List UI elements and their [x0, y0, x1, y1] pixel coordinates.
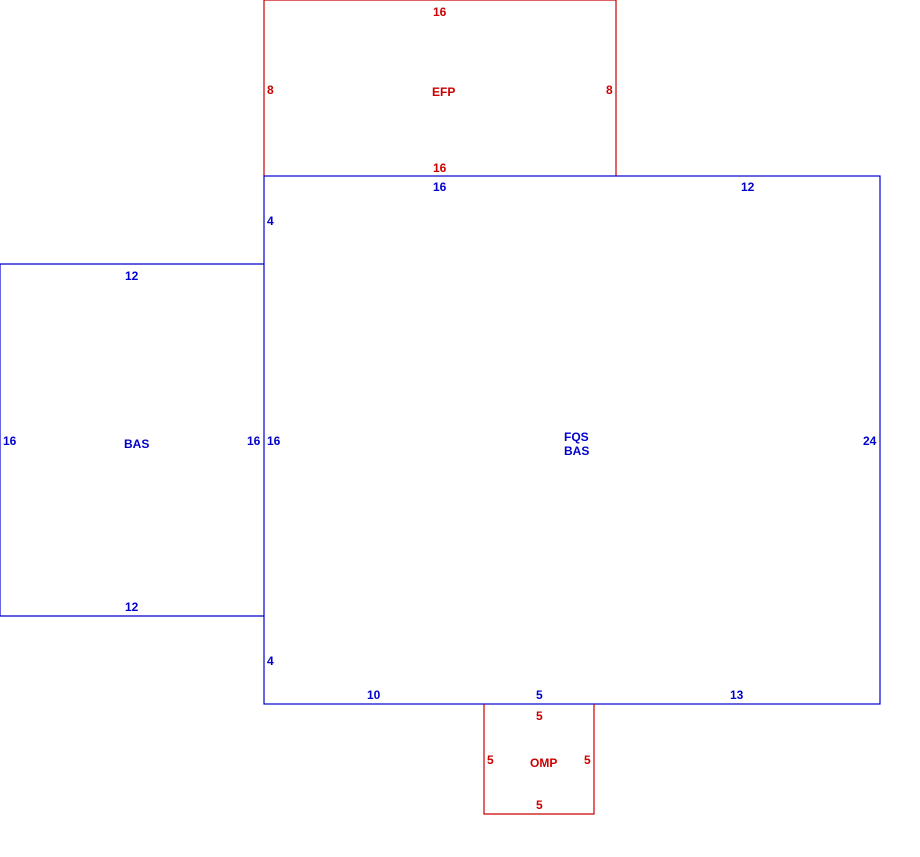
main-area-top-left-dimension: 16 [433, 180, 447, 194]
left-bas-label: BAS [124, 437, 149, 451]
left-bas-outline [0, 263, 264, 617]
left-bas-section: BAS 12 16 16 12 [0, 263, 264, 617]
main-area-bottom-middle-dimension: 5 [536, 688, 543, 702]
main-area-outline [263, 175, 881, 705]
efp-label: EFP [432, 85, 455, 99]
efp-section: EFP 16 8 8 16 [263, 0, 617, 176]
omp-left-dimension: 5 [487, 753, 494, 767]
left-bas-bottom-dimension: 12 [125, 600, 139, 614]
omp-top-dimension: 5 [536, 709, 543, 723]
omp-outline [483, 704, 595, 815]
omp-bottom-dimension: 5 [536, 798, 543, 812]
omp-label: OMP [530, 756, 557, 770]
main-area-section: FQS BAS 16 12 4 16 4 24 10 5 13 [263, 175, 881, 705]
efp-top-dimension: 16 [433, 5, 447, 19]
efp-outline [263, 0, 617, 176]
main-area-bottom-left-dimension: 10 [367, 688, 381, 702]
left-bas-top-dimension: 12 [125, 269, 139, 283]
main-area-left-upper-dimension: 4 [267, 214, 274, 228]
main-area-label-line1: FQS [564, 430, 589, 444]
efp-left-dimension: 8 [267, 83, 274, 97]
omp-section: OMP 5 5 5 5 [483, 704, 595, 815]
main-area-label-line2: BAS [564, 444, 589, 458]
main-area-left-lower-dimension: 4 [267, 654, 274, 668]
main-area-right-dimension: 24 [863, 434, 877, 448]
main-area-top-right-dimension: 12 [741, 180, 755, 194]
main-area-bottom-right-dimension: 13 [730, 688, 744, 702]
left-bas-left-dimension: 16 [3, 434, 17, 448]
left-bas-right-dimension: 16 [247, 434, 261, 448]
efp-right-dimension: 8 [606, 83, 613, 97]
main-area-left-middle-dimension: 16 [267, 434, 281, 448]
omp-right-dimension: 5 [584, 753, 591, 767]
efp-bottom-dimension: 16 [433, 161, 447, 175]
